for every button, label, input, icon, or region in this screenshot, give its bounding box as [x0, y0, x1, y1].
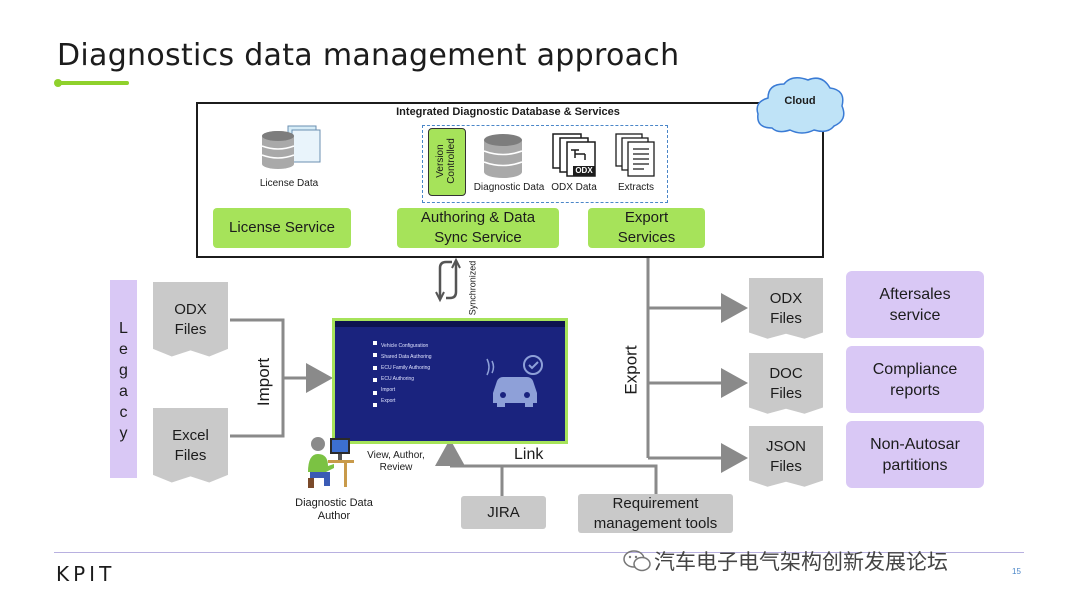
requirement-management-tool[interactable]: Requirement management tools	[578, 494, 733, 533]
license-service-button[interactable]: License Service	[213, 208, 351, 248]
diagnostic-data-label: Diagnostic Data	[473, 182, 545, 193]
connected-car-icon	[486, 355, 543, 407]
menu-bullet-icon	[373, 341, 377, 345]
export-services-line1: Export	[624, 209, 669, 226]
author-action-label: View, Author, Review	[367, 450, 425, 473]
app-menu-item[interactable]: Shared Data Authoring	[381, 354, 432, 360]
version-controlled-region	[422, 125, 668, 203]
sync-arrows-icon	[435, 257, 461, 303]
app-menu-item[interactable]: Export	[381, 398, 396, 404]
json-output-files: JSON Files	[749, 426, 823, 487]
authoring-line1: Authoring & Data	[420, 209, 536, 226]
link-label: Link	[514, 446, 544, 463]
app-menu: Vehicle Configuration Shared Data Author…	[381, 341, 432, 407]
version-controlled-line1: Version	[435, 144, 446, 178]
license-data-label: License Data	[259, 178, 319, 189]
menu-bullet-icon	[373, 378, 377, 383]
import-line-odx	[230, 318, 285, 378]
title-underline	[57, 81, 129, 85]
authoring-sync-service-button[interactable]: Authoring & Data Sync Service	[397, 208, 559, 248]
page-title: Diagnostics data management approach	[57, 38, 680, 73]
page-number: 15	[1012, 567, 1021, 576]
menu-bullet-icon	[373, 365, 377, 370]
non-autosar-partitions-box: Non-Autosar partitions	[846, 421, 984, 488]
export-services-line2: Services	[617, 229, 676, 246]
kpit-logo: KPIT	[56, 562, 116, 586]
database-title: Integrated Diagnostic Database & Service…	[396, 106, 620, 118]
compliance-reports-box: Compliance reports	[846, 346, 984, 413]
legacy-label: L e g a c y	[119, 320, 128, 442]
version-controlled-badge	[428, 128, 466, 196]
odx-data-label: ODX Data	[551, 182, 597, 193]
odx-data-icon	[552, 133, 596, 177]
app-menu-item[interactable]: ECU Family Authoring	[381, 365, 431, 371]
authoring-line2: Sync Service	[434, 229, 522, 246]
legacy-bar	[110, 280, 137, 478]
menu-bullet-icon	[373, 353, 377, 358]
watermark-text: 汽车电子电气架构创新发展论坛	[654, 550, 948, 574]
app-menu-item[interactable]: Import	[381, 387, 396, 393]
export-services-button[interactable]: Export Services	[588, 208, 705, 248]
app-menu-item[interactable]: Vehicle Configuration	[381, 343, 429, 349]
version-controlled-line2: Controlled	[446, 138, 457, 184]
extracts-label: Extracts	[617, 182, 655, 193]
extracts-icon	[615, 133, 655, 177]
app-titlebar	[335, 321, 565, 327]
cloud-icon	[756, 77, 845, 134]
app-menu-item[interactable]: ECU Authoring	[381, 376, 415, 382]
license-data-icon	[261, 125, 321, 169]
import-label: Import	[254, 357, 273, 407]
title-bullet	[54, 79, 62, 87]
import-line-excel	[230, 378, 285, 438]
odx-output-files: ODX Files	[749, 278, 823, 339]
author-role-label: Diagnostic Data Author	[295, 497, 373, 522]
jira-tool[interactable]: JIRA	[461, 496, 546, 529]
cloud-label: Cloud	[784, 95, 816, 107]
link-line	[500, 464, 658, 496]
synchronized-label: Synchronized	[467, 260, 478, 316]
footer-divider	[54, 552, 1024, 553]
wechat-icon	[623, 550, 651, 572]
authoring-app-screenshot[interactable]: Vehicle Configuration Shared Data Author…	[332, 318, 568, 444]
menu-bullet-icon	[373, 390, 377, 395]
aftersales-service-box: Aftersales service	[846, 271, 984, 338]
diagnostic-data-icon	[483, 134, 523, 178]
diagnostic-author-icon	[308, 437, 354, 488]
export-label: Export	[622, 345, 642, 395]
menu-bullet-icon	[373, 402, 377, 407]
doc-output-files: DOC Files	[749, 353, 823, 414]
excel-input-files: Excel Files	[153, 408, 228, 483]
odx-input-files: ODX Files	[153, 282, 228, 357]
odx-badge: ODX	[575, 166, 593, 175]
